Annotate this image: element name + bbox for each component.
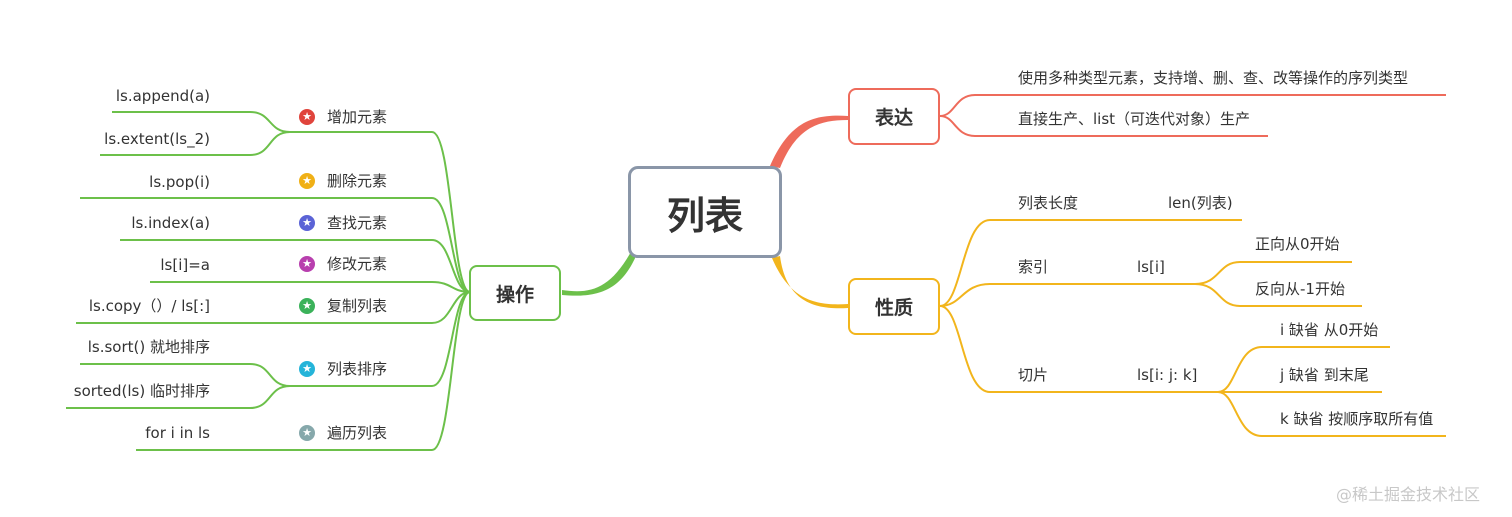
express-node[interactable]: 表达 xyxy=(848,88,940,145)
nature-index-link xyxy=(939,283,1195,307)
express-label: 表达 xyxy=(874,107,913,129)
nature-slice-label[interactable]: 切片 xyxy=(1018,366,1049,384)
nature-slice-value[interactable]: ls[i: j: k] xyxy=(1137,366,1198,384)
star-icon: ★ xyxy=(299,425,315,441)
ops-label: 操作 xyxy=(495,283,534,306)
nature-index-value[interactable]: ls[i] xyxy=(1137,258,1165,276)
ops-group-add[interactable]: 增加元素 xyxy=(327,108,388,126)
ops-item-append[interactable]: ls.append(a) xyxy=(115,87,210,105)
root-label: 列表 xyxy=(666,193,743,238)
ops-trunk-add xyxy=(290,131,471,293)
ops-item-extend[interactable]: ls.extent(ls_2) xyxy=(104,130,210,148)
ops-trunk-iter xyxy=(136,291,471,451)
ops-item-for[interactable]: for i in ls xyxy=(145,424,210,442)
nature-slice-link xyxy=(939,305,1218,393)
ops-item-pop[interactable]: ls.pop(i) xyxy=(149,173,210,191)
express-item-1 xyxy=(939,94,1446,117)
ops-group-copy[interactable]: 复制列表 xyxy=(327,297,388,315)
ops-trunk-del xyxy=(80,197,471,293)
ops-trunk-copy xyxy=(76,291,471,324)
express-links xyxy=(939,94,1446,137)
nature-length-link xyxy=(939,219,1242,307)
link-root-express xyxy=(770,115,848,168)
star-icon: ★ xyxy=(299,298,315,314)
express-item-desc[interactable]: 使用多种类型元素，支持增、删、查、改等操作的序列类型 xyxy=(1018,69,1409,87)
ops-item-sorted[interactable]: sorted(ls) 临时排序 xyxy=(73,382,210,400)
express-item-2 xyxy=(939,115,1268,137)
ops-item-assign[interactable]: ls[i]=a xyxy=(160,256,210,274)
nature-slice-i[interactable]: i 缺省 从0开始 xyxy=(1280,321,1379,339)
ops-item-copy[interactable]: ls.copy（）/ ls[:] xyxy=(88,297,210,315)
star-icon: ★ xyxy=(299,215,315,231)
ops-add-items xyxy=(100,111,291,156)
watermark: @稀土掘金技术社区 xyxy=(1336,485,1481,504)
nature-node[interactable]: 性质 xyxy=(848,278,940,335)
express-item-create[interactable]: 直接生产、list（可迭代对象）生产 xyxy=(1018,110,1251,128)
link-root-nature xyxy=(772,256,848,309)
ops-group-sort[interactable]: 列表排序 xyxy=(327,360,388,378)
nature-label: 性质 xyxy=(874,297,913,319)
ops-group-find[interactable]: 查找元素 xyxy=(327,214,388,232)
link-root-ops xyxy=(562,250,636,296)
nature-slice-k[interactable]: k 缺省 按顺序取所有值 xyxy=(1280,410,1434,428)
ops-group-delete[interactable]: 删除元素 xyxy=(327,172,388,190)
nature-index-backward[interactable]: 反向从-1开始 xyxy=(1255,280,1345,298)
star-icon: ★ xyxy=(299,173,315,189)
root-node[interactable]: 列表 xyxy=(628,166,782,258)
ops-group-iterate[interactable]: 遍历列表 xyxy=(327,424,388,442)
nature-slice-j[interactable]: j 缺省 到末尾 xyxy=(1280,366,1369,384)
ops-node[interactable]: 操作 xyxy=(469,265,561,321)
star-icon: ★ xyxy=(299,361,315,377)
ops-item-index[interactable]: ls.index(a) xyxy=(131,214,210,232)
star-icon: ★ xyxy=(299,109,315,125)
ops-trunk-find xyxy=(120,239,471,293)
ops-trunk-sort xyxy=(290,291,471,387)
ops-links xyxy=(66,111,471,451)
ops-sort-items xyxy=(66,363,291,409)
ops-group-modify[interactable]: 修改元素 xyxy=(327,255,388,273)
star-icon: ★ xyxy=(299,256,315,272)
nature-slice-items xyxy=(1217,346,1446,437)
ops-trunk-mod xyxy=(150,281,471,293)
nature-index-forward[interactable]: 正向从0开始 xyxy=(1255,235,1340,253)
nature-length-label[interactable]: 列表长度 xyxy=(1018,194,1079,212)
nature-length-value[interactable]: len(列表) xyxy=(1168,194,1233,212)
nature-index-items xyxy=(1194,261,1362,307)
nature-links xyxy=(939,219,1446,437)
ops-item-sort[interactable]: ls.sort() 就地排序 xyxy=(87,338,210,356)
nature-index-label[interactable]: 索引 xyxy=(1018,258,1049,276)
